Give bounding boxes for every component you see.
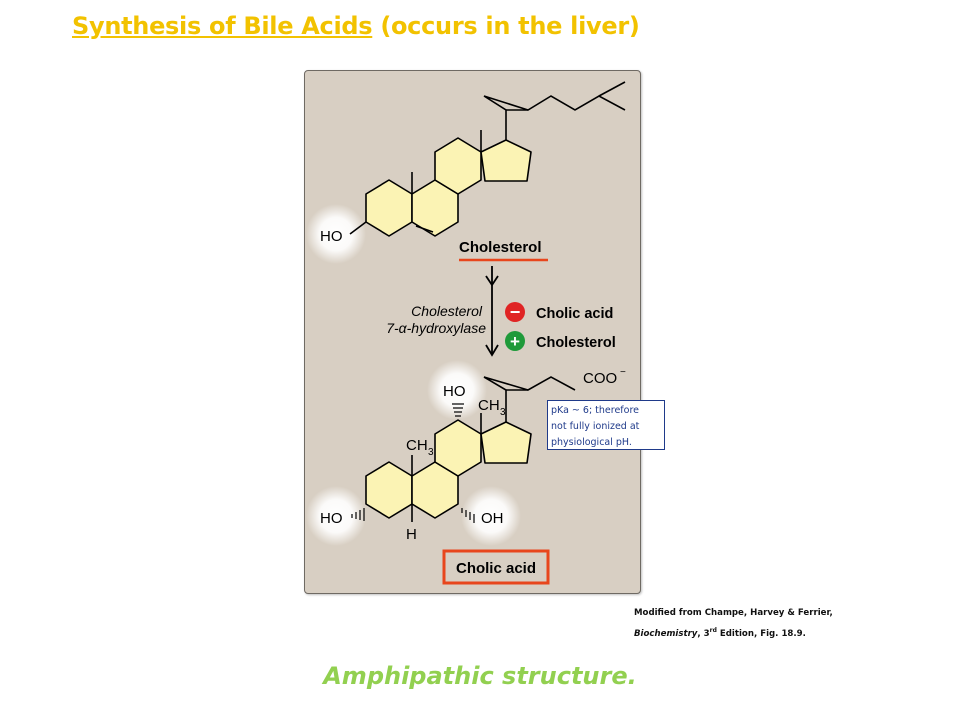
ho-12-label: HO — [443, 383, 466, 400]
activator-label: Cholesterol — [536, 335, 616, 351]
ring-a — [365, 179, 413, 237]
ho-3-label: HO — [320, 510, 343, 527]
cholesterol-structure: HO — [306, 81, 626, 264]
ch3-18-label: CH — [478, 397, 500, 414]
pka-note-line2: not fully ionized at — [551, 421, 640, 432]
enzyme-name-line1: Cholesterol — [411, 303, 483, 319]
carboxylate-charge: − — [620, 367, 626, 378]
cholic-acid-label-box — [442, 549, 550, 585]
pka-note-line1: pKa ~ 6; therefore — [551, 405, 640, 416]
pka-note-box: pKa ~ 6; therefore not fully ionized at … — [547, 400, 665, 450]
title-suffix: (occurs in the liver) — [372, 12, 640, 40]
carboxylate-label: COO — [583, 370, 617, 387]
ring-d-cholic — [480, 421, 532, 464]
ring-d — [480, 139, 532, 182]
hydroxyl-glow-7 — [461, 486, 521, 546]
inhibition-regulator: − Cholic acid — [505, 302, 613, 322]
credit-edition-sup: rd — [709, 627, 717, 634]
amphipathic-caption: Amphipathic structure. — [323, 662, 637, 690]
ho-label: HO — [320, 228, 343, 245]
cholesterol-label: Cholesterol — [459, 239, 542, 256]
credit-book-title: Biochemistry — [634, 628, 698, 639]
credit-line2: Biochemistry, 3rd Edition, Fig. 18.9. — [634, 622, 833, 643]
minus-sign: − — [510, 302, 521, 322]
ch3-18-sub: 3 — [500, 407, 506, 418]
activation-regulator: + Cholesterol — [505, 331, 616, 351]
ch3-19-sub: 3 — [428, 447, 434, 458]
double-bond — [415, 225, 434, 233]
minus-icon — [505, 302, 525, 322]
reaction-arrow — [485, 266, 499, 357]
credit-edition-a: , 3 — [697, 628, 710, 639]
title-main: Synthesis of Bile Acids — [72, 12, 373, 40]
hydroxyl-glow — [306, 204, 366, 264]
cholic-acid-label: Cholic acid — [456, 560, 536, 577]
h-label: H — [406, 526, 417, 543]
oh-7-label: OH — [481, 510, 504, 527]
hydroxyl-glow-3 — [306, 486, 366, 546]
figure-credit: Modified from Champe, Harvey & Ferrier, … — [634, 605, 833, 643]
hydroxyl-glow-12 — [427, 360, 487, 420]
pka-note-line3: physiological pH. — [551, 437, 632, 448]
plus-icon — [505, 331, 525, 351]
plus-sign: + — [510, 332, 520, 351]
inhibitor-label: Cholic acid — [536, 306, 613, 322]
ring-a-cholic — [365, 461, 413, 519]
side-chain — [483, 95, 626, 140]
cholic-side-chain — [483, 376, 576, 422]
enzyme-name-line2: 7-α-hydroxylase — [386, 320, 486, 336]
credit-line1: Modified from Champe, Harvey & Ferrier, — [634, 608, 833, 618]
ho-bond — [349, 221, 367, 235]
credit-edition-b: Edition, Fig. 18.9. — [716, 628, 806, 639]
side-chain-branch — [598, 81, 626, 97]
slide-title: Synthesis of Bile Acids (occurs in the l… — [72, 12, 640, 40]
ch3-19-label: CH — [406, 437, 428, 454]
cholic-acid-structure: HO OH HO H CH 3 CH 3 COO − — [306, 360, 626, 546]
